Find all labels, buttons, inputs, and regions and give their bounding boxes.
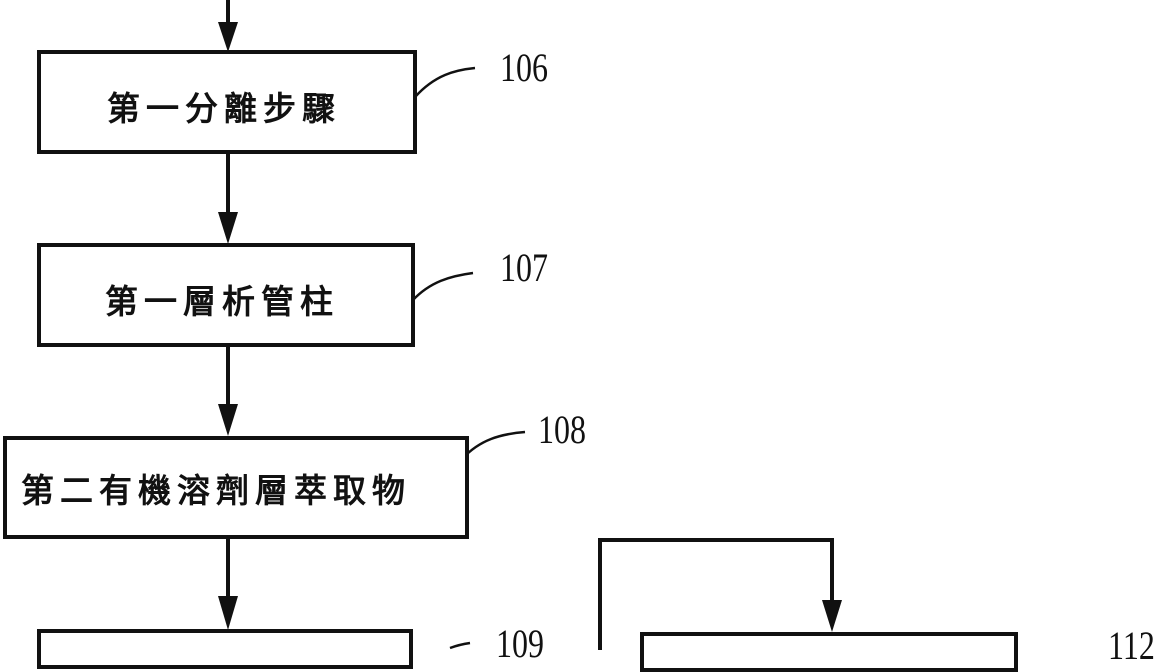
leader-106 <box>414 66 476 98</box>
step-label-107: 第一層析管柱 <box>105 282 339 321</box>
arrowhead-109 <box>218 596 238 630</box>
arrowhead-108 <box>218 404 238 436</box>
step-box-109 <box>37 629 413 669</box>
ref-number-112: 112 <box>1108 623 1155 668</box>
leader-107 <box>412 271 474 301</box>
arrowhead-top <box>218 22 238 52</box>
step-box-108: 第二有機溶劑層萃取物 <box>3 436 469 539</box>
step-label-108: 第二有機溶劑層萃取物 <box>21 471 411 510</box>
ref-number-109: 109 <box>496 621 544 666</box>
step-box-112 <box>640 632 1018 672</box>
ref-number-107: 107 <box>500 245 548 290</box>
leader-109 <box>449 641 471 650</box>
step-box-107: 第一層析管柱 <box>37 243 415 347</box>
ref-number-106: 106 <box>500 45 548 90</box>
arrowhead-112 <box>822 600 842 632</box>
step-label-106: 第一分離步驟 <box>107 89 341 128</box>
connector-loop-112 <box>598 538 834 650</box>
ref-number-108: 108 <box>538 407 586 452</box>
connector-layer <box>218 0 842 650</box>
step-box-106: 第一分離步驟 <box>37 50 417 154</box>
leader-108 <box>462 430 526 459</box>
arrowhead-107 <box>218 212 238 244</box>
